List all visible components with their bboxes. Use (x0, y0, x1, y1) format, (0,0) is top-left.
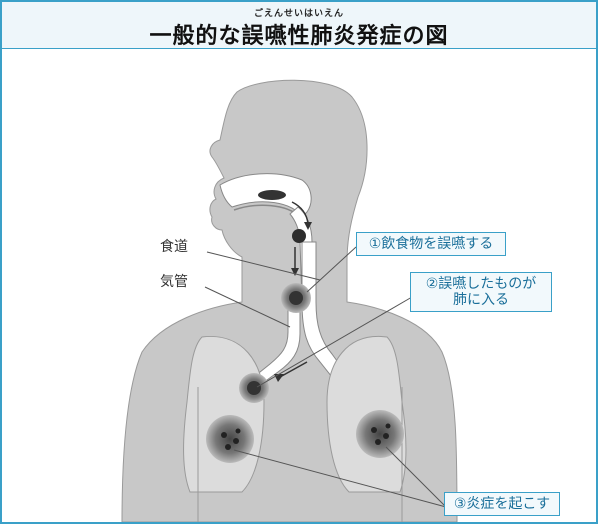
step2-line1: ②誤嚥したものが (417, 276, 545, 292)
germ-bronchus (239, 373, 269, 403)
inflammation-right-lung (356, 410, 404, 458)
germ-trachea (281, 283, 311, 313)
inflammation-left-lung (206, 415, 254, 463)
food-bolus (258, 190, 286, 200)
step2-callout: ②誤嚥したものが 肺に入る (410, 272, 552, 312)
step3-callout: ③炎症を起こす (444, 492, 560, 516)
step1-callout: ①飲食物を誤嚥する (356, 232, 506, 256)
food-particle-throat (292, 229, 306, 243)
esophagus-label: 食道 (160, 236, 188, 256)
step2-line2: 肺に入る (417, 292, 545, 308)
left-lung (184, 336, 264, 492)
trachea-label: 気管 (160, 271, 188, 291)
